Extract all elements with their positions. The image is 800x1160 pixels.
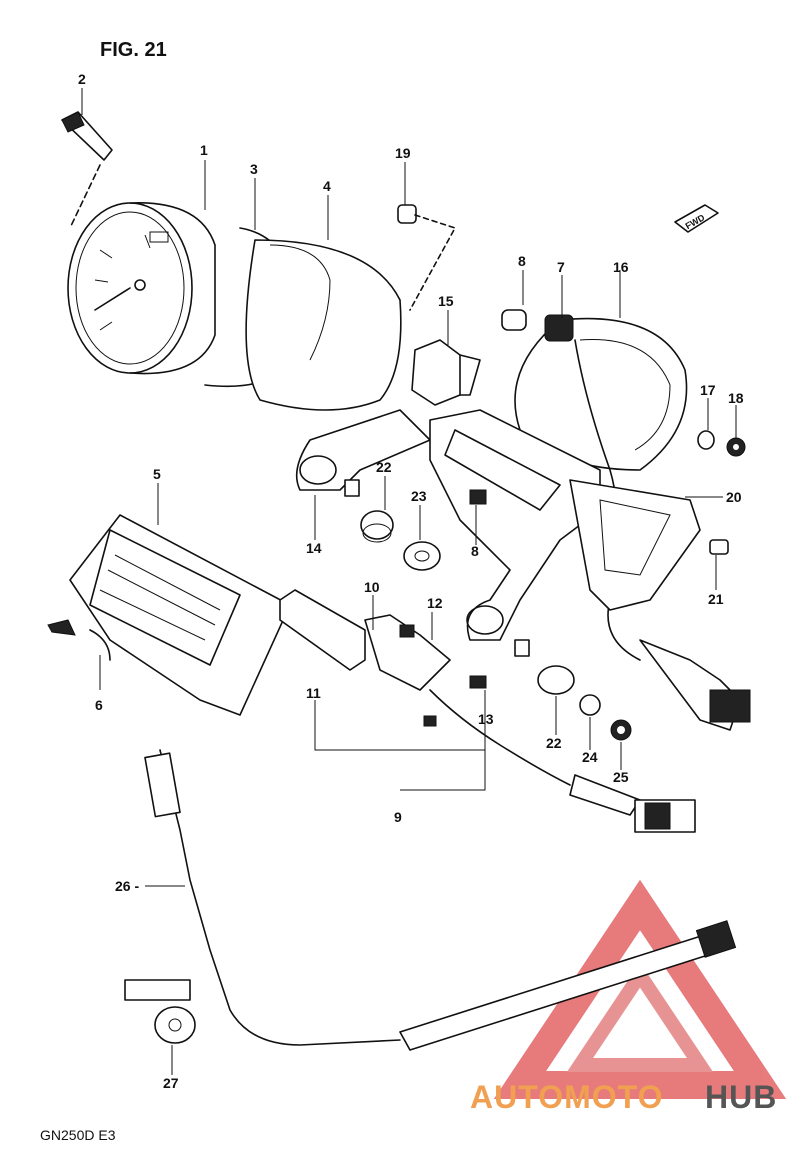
speedometer [67,202,216,375]
label-22-left: 22 [376,459,392,475]
washer-17 [697,430,715,450]
callout-bracket-9 [314,700,486,791]
cushion-22-right [537,665,575,695]
label-17: 17 [700,382,716,398]
label-19: 19 [395,145,411,161]
nut-25 [610,719,632,741]
label-3: 3 [250,161,258,177]
bulb-8-top [501,309,527,331]
label-16: 16 [613,259,629,275]
label-24: 24 [582,749,598,765]
screw-21 [709,539,729,555]
screw-13 [423,675,487,727]
speedometer-cable-26 [144,749,737,1051]
label-4: 4 [323,178,331,194]
label-2: 2 [78,71,86,87]
label-5: 5 [153,466,161,482]
label-18: 18 [728,390,744,406]
washer-23 [403,541,441,571]
watermark-text-b: HUB [705,1079,777,1115]
socket-unit-11 [279,589,366,671]
watermark-text: AUTOMOTO HUB [470,1079,777,1115]
label-12: 12 [427,595,443,611]
meter-bulb-cap [61,111,113,229]
cushion-22-left [360,510,394,543]
label-23: 23 [411,488,427,504]
meter-bracket-14 [295,409,431,497]
meter-housing-16 [514,314,688,661]
washer-24 [579,694,601,716]
lens-6 [47,619,111,661]
label-25: 25 [613,769,629,785]
label-10: 10 [364,579,380,595]
label-27: 27 [163,1075,179,1091]
label-8-bottom: 8 [471,543,479,559]
meter-case [245,239,402,411]
label-1: 1 [200,142,208,158]
indicator-light-20 [569,479,751,731]
bulb-19 [397,204,456,311]
nut-18 [726,437,746,457]
label-11: 11 [306,685,321,701]
label-15: 15 [438,293,454,309]
indicator-bracket [429,409,601,657]
wiring-10 [364,614,451,691]
label-21: 21 [708,591,724,607]
label-9: 9 [394,809,402,825]
fwd-arrow-icon: FWD [674,204,719,233]
model-code: GN250D E3 [40,1127,116,1143]
label-26: 26 - [115,878,139,894]
label-7: 7 [557,259,565,275]
label-20: 20 [726,489,742,505]
indicator-panel-5 [69,514,291,716]
wire-harness-9 [429,689,696,833]
clamp-27 [124,979,196,1044]
watermark-text-a: AUTOMOTO [470,1079,663,1115]
label-13: 13 [478,711,494,727]
label-6: 6 [95,697,103,713]
label-8-top: 8 [518,253,526,269]
leader-lines [81,88,737,1075]
label-14: 14 [306,540,322,556]
indicator-socket [411,339,481,406]
part-labels: 1 2 3 4 5 6 7 8 8 9 10 11 12 13 14 15 16… [78,71,744,1091]
label-22-right: 22 [546,735,562,751]
figure-title: FIG. 21 [100,39,167,61]
